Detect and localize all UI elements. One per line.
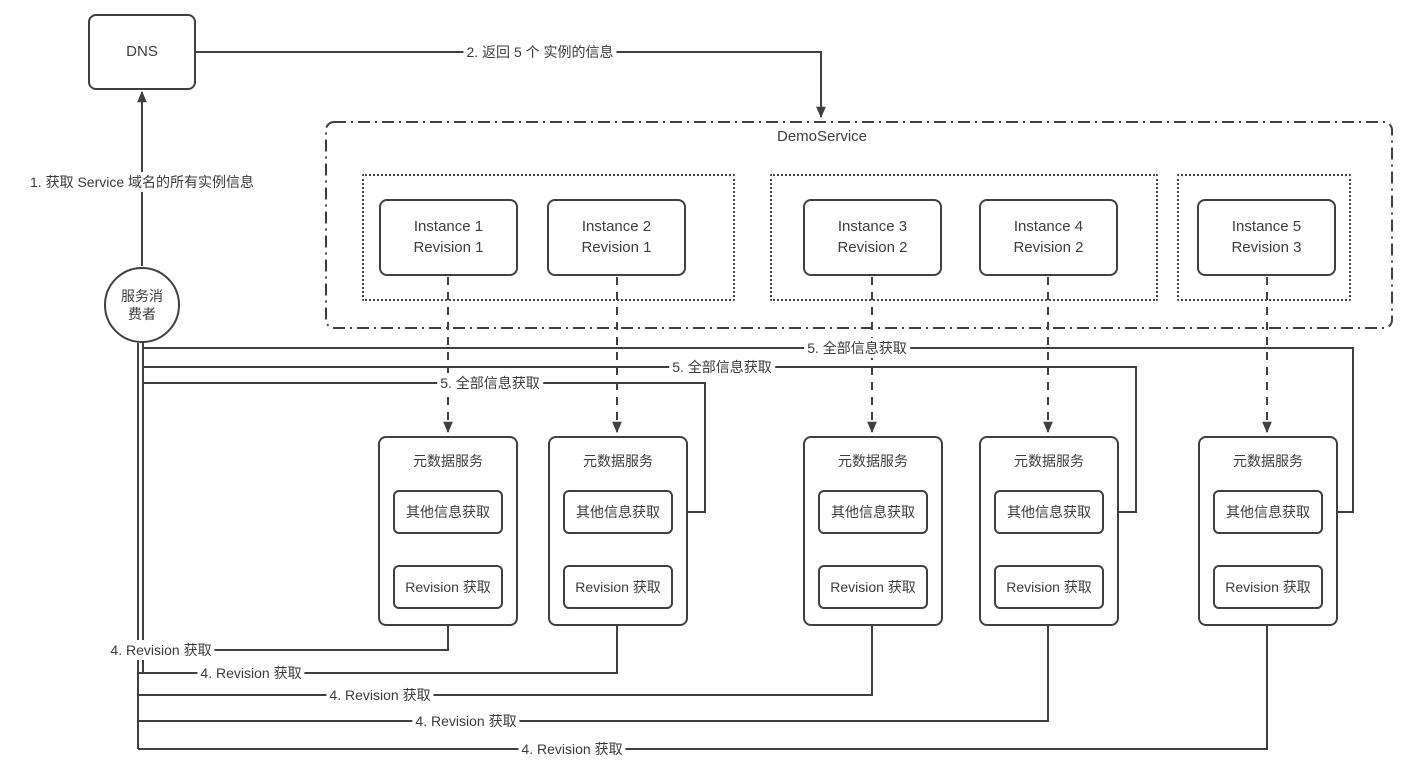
instance-node-2: Instance 2 Revision 1: [547, 199, 686, 276]
other-info-box: 其他信息获取: [1213, 490, 1323, 534]
instance-node-4: Instance 4 Revision 2: [979, 199, 1118, 276]
connector-step5-m4: [143, 366, 1137, 517]
dns-node: DNS: [88, 14, 196, 90]
label-step1: 1. 获取 Service 域名的所有实例信息: [27, 172, 258, 192]
metadata-service-4: 元数据服务 其他信息获取 Revision 获取: [979, 436, 1119, 626]
revision-group-2: [770, 174, 1158, 301]
label-step5-1: 5. 全部信息获取: [804, 338, 910, 358]
metadata-title: 元数据服务: [413, 453, 483, 469]
revision-group-1: [362, 174, 735, 301]
instance-name: Instance 1: [413, 218, 484, 236]
dns-label: DNS: [126, 42, 158, 60]
metadata-service-2: 元数据服务 其他信息获取 Revision 获取: [548, 436, 688, 626]
label-step4-1: 4. Revision 获取: [107, 640, 215, 660]
label-step4-3: 4. Revision 获取: [326, 685, 434, 705]
instance-revision: Revision 3: [1231, 238, 1302, 256]
label-step4-2: 4. Revision 获取: [197, 663, 305, 683]
metadata-title: 元数据服务: [1014, 453, 1084, 469]
instance-revision: Revision 2: [837, 238, 908, 256]
instance-name: Instance 3: [837, 218, 908, 236]
instance-revision: Revision 1: [413, 238, 484, 256]
revision-fetch-box: Revision 获取: [563, 565, 673, 609]
service-consumer-node: 服务消费者: [104, 267, 180, 343]
instance-node-5: Instance 5 Revision 3: [1197, 199, 1336, 276]
metadata-title: 元数据服务: [1233, 453, 1303, 469]
metadata-service-3: 元数据服务 其他信息获取 Revision 获取: [803, 436, 943, 626]
label-step5-2: 5. 全部信息获取: [669, 357, 775, 377]
instance-name: Instance 2: [581, 218, 652, 236]
label-step2: 2. 返回 5 个 实例的信息: [463, 42, 617, 62]
label-step5-3: 5. 全部信息获取: [437, 373, 543, 393]
metadata-service-5: 元数据服务 其他信息获取 Revision 获取: [1198, 436, 1338, 626]
label-step4-4: 4. Revision 获取: [412, 711, 520, 731]
other-info-box: 其他信息获取: [994, 490, 1104, 534]
demo-service-title: DemoService: [777, 128, 868, 145]
other-info-box: 其他信息获取: [818, 490, 928, 534]
metadata-title: 元数据服务: [838, 453, 908, 469]
revision-fetch-box: Revision 获取: [393, 565, 503, 609]
connector-step2: [196, 51, 826, 119]
revision-fetch-box: Revision 获取: [1213, 565, 1323, 609]
metadata-title: 元数据服务: [583, 453, 653, 469]
instance-node-1: Instance 1 Revision 1: [379, 199, 518, 276]
instance-revision: Revision 1: [581, 238, 652, 256]
revision-fetch-box: Revision 获取: [994, 565, 1104, 609]
instance-name: Instance 5: [1231, 218, 1302, 236]
service-consumer-label: 服务消费者: [121, 287, 163, 322]
connector-step5-m5: [143, 347, 1354, 517]
revision-fetch-box: Revision 获取: [818, 565, 928, 609]
label-step4-5: 4. Revision 获取: [518, 739, 626, 759]
connector-step4-m5: [138, 608, 1272, 750]
other-info-box: 其他信息获取: [563, 490, 673, 534]
instance-revision: Revision 2: [1013, 238, 1084, 256]
revision-group-3: [1177, 174, 1351, 301]
demo-service-container: [325, 121, 1393, 329]
connector-step5-m2: [143, 382, 706, 517]
metadata-service-1: 元数据服务 其他信息获取 Revision 获取: [378, 436, 518, 626]
instance-node-3: Instance 3 Revision 2: [803, 199, 942, 276]
instance-name: Instance 4: [1013, 218, 1084, 236]
other-info-box: 其他信息获取: [393, 490, 503, 534]
